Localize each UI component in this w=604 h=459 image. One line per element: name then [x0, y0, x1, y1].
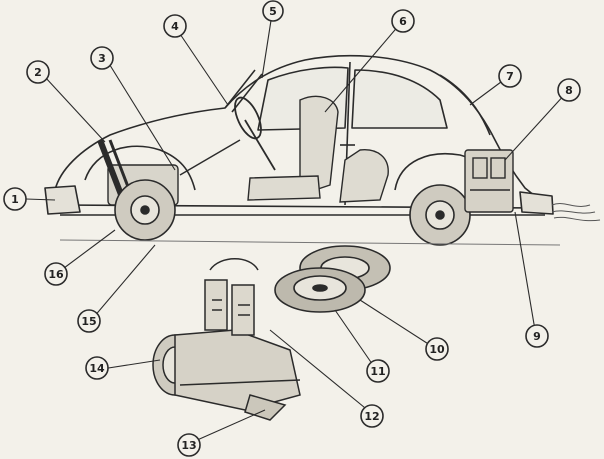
callout-9-label: 9: [533, 330, 541, 343]
callout-16-label: 16: [48, 268, 64, 281]
seats: [247, 95, 389, 203]
callout-7: 7: [498, 64, 522, 88]
callout-5: 5: [262, 0, 284, 22]
callout-1: 1: [3, 187, 27, 211]
callout-3-label: 3: [98, 52, 106, 65]
callout-16: 16: [44, 262, 68, 286]
spare-tires: [274, 245, 391, 313]
callout-14: 14: [85, 356, 109, 380]
callout-10-label: 10: [429, 343, 445, 356]
leader-lines: [25, 13, 567, 442]
callout-6: 6: [391, 9, 415, 33]
front-wheel: [114, 179, 176, 241]
callout-4: 4: [163, 14, 187, 38]
callout-14-label: 14: [89, 362, 105, 375]
callout-13: 13: [177, 433, 201, 457]
callout-8: 8: [557, 78, 581, 102]
steering-wheel: [234, 96, 276, 171]
callout-12: 12: [360, 404, 384, 428]
callout-9: 9: [525, 324, 549, 348]
callout-7-label: 7: [506, 70, 514, 83]
callout-2: 2: [26, 60, 50, 84]
engine-block: [152, 258, 301, 421]
callout-1-label: 1: [11, 193, 19, 206]
callout-2-label: 2: [34, 66, 42, 79]
callout-6-label: 6: [399, 15, 407, 28]
callout-15-label: 15: [81, 315, 96, 328]
rear-wheel: [409, 184, 471, 246]
callout-3: 3: [90, 46, 114, 70]
rear-engine: [464, 149, 514, 213]
exhaust-lines: [551, 203, 601, 222]
callout-8-label: 8: [565, 84, 573, 97]
ground-line: [59, 239, 561, 246]
callout-11: 11: [366, 359, 390, 383]
callout-4-label: 4: [171, 20, 179, 33]
callout-10: 10: [425, 337, 449, 361]
callout-12-label: 12: [364, 410, 379, 423]
callout-15: 15: [77, 309, 101, 333]
callout-13-label: 13: [181, 439, 196, 452]
callout-11-label: 11: [370, 365, 385, 378]
callout-5-label: 5: [269, 5, 277, 18]
